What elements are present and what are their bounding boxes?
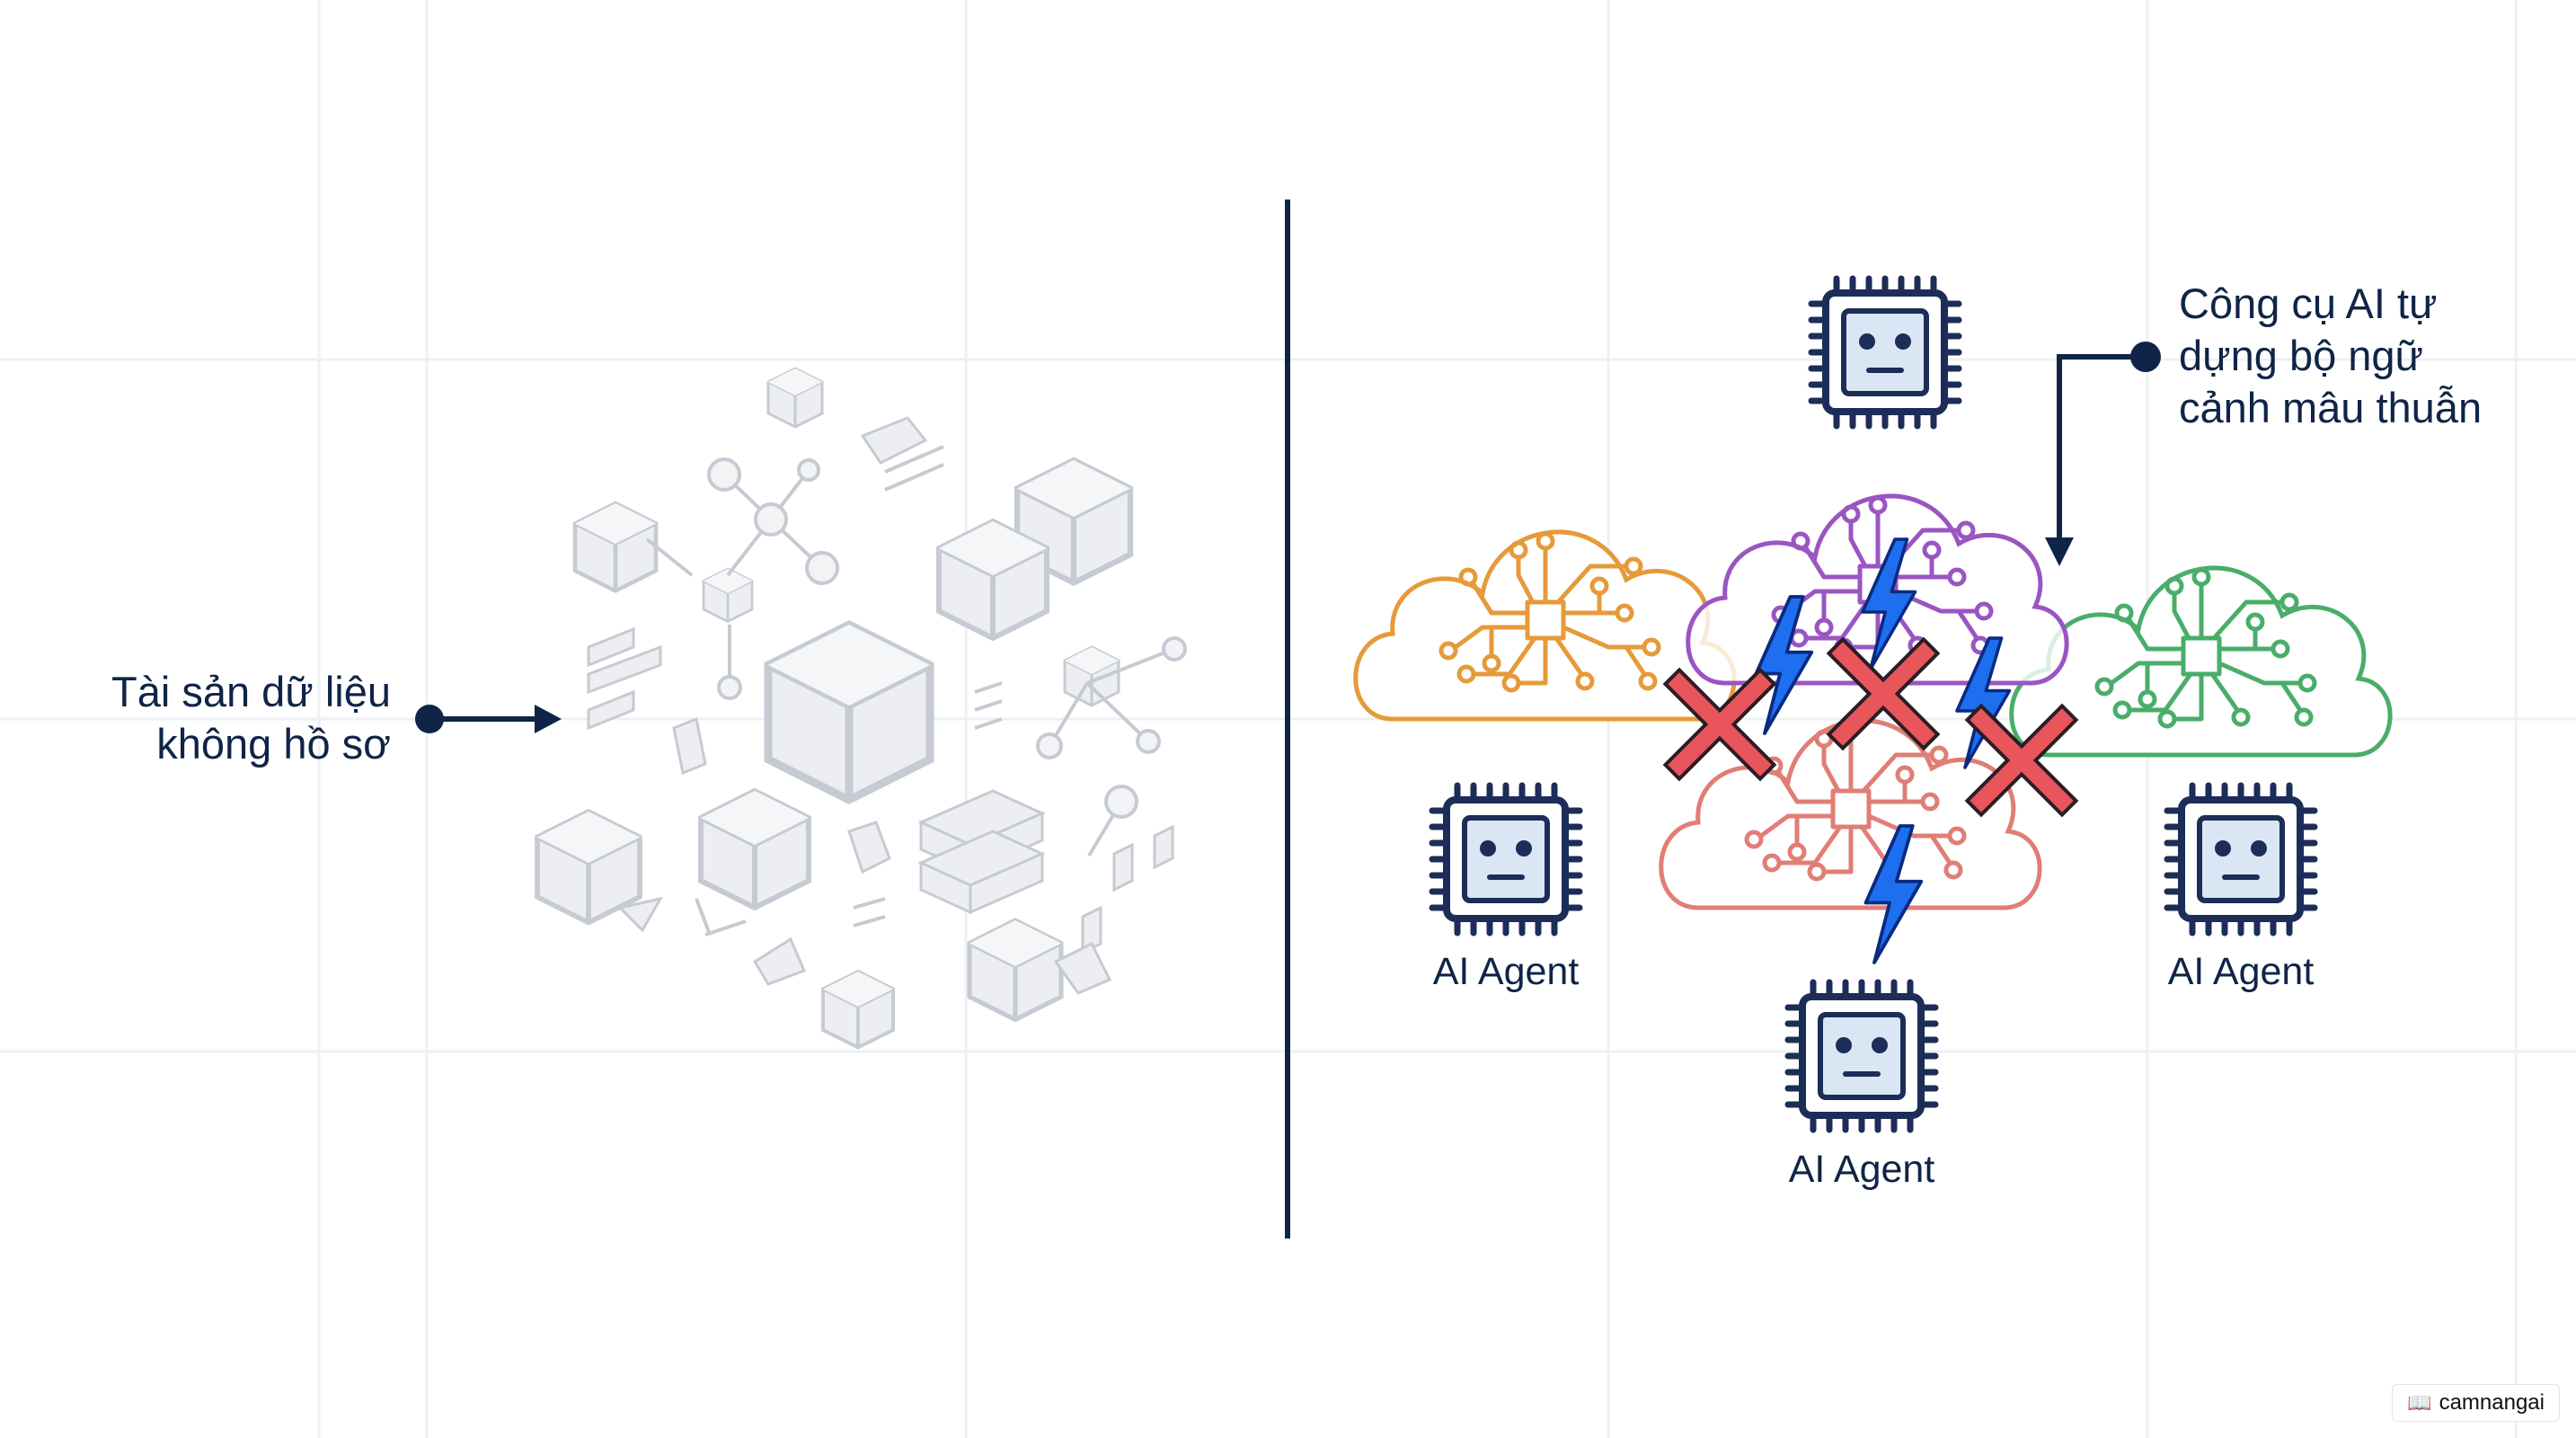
callout-line-1: Công cụ AI tự	[2179, 280, 2438, 327]
contradictory-context-callout: Công cụ AI tự dựng bộ ngữ cảnh mâu thuẫn	[2179, 278, 2482, 434]
watermark-text: camnangai	[2439, 1390, 2545, 1415]
left-label-arrow	[415, 705, 562, 733]
scattered-data-assets-illustration	[537, 367, 1187, 1050]
ai-agent-chip-icon-left	[1432, 786, 1580, 933]
callout-line-2: dựng bộ ngữ	[2179, 332, 2424, 379]
ai-agent-chip-icon-right	[2167, 786, 2315, 933]
ai-agent-chip-icon-top	[1811, 279, 1959, 426]
ai-agent-label-left: AI Agent	[1432, 950, 1580, 993]
callout-arrow	[2045, 342, 2161, 566]
left-label-line-1: Tài sản dữ liệu	[111, 668, 391, 715]
book-icon: 📖	[2407, 1391, 2432, 1414]
watermark-badge: 📖 camnangai	[2392, 1384, 2560, 1422]
ai-agent-label-bottom: AI Agent	[1788, 1148, 1935, 1191]
callout-line-3: cảnh mâu thuẫn	[2179, 384, 2483, 431]
ai-agent-chip-icon-bottom	[1788, 982, 1935, 1130]
left-label-line-2: không hồ sơ	[156, 720, 391, 768]
unprofiled-data-assets-label: Tài sản dữ liệu không hồ sơ	[36, 666, 391, 770]
ai-agent-label-right: AI Agent	[2167, 950, 2315, 993]
